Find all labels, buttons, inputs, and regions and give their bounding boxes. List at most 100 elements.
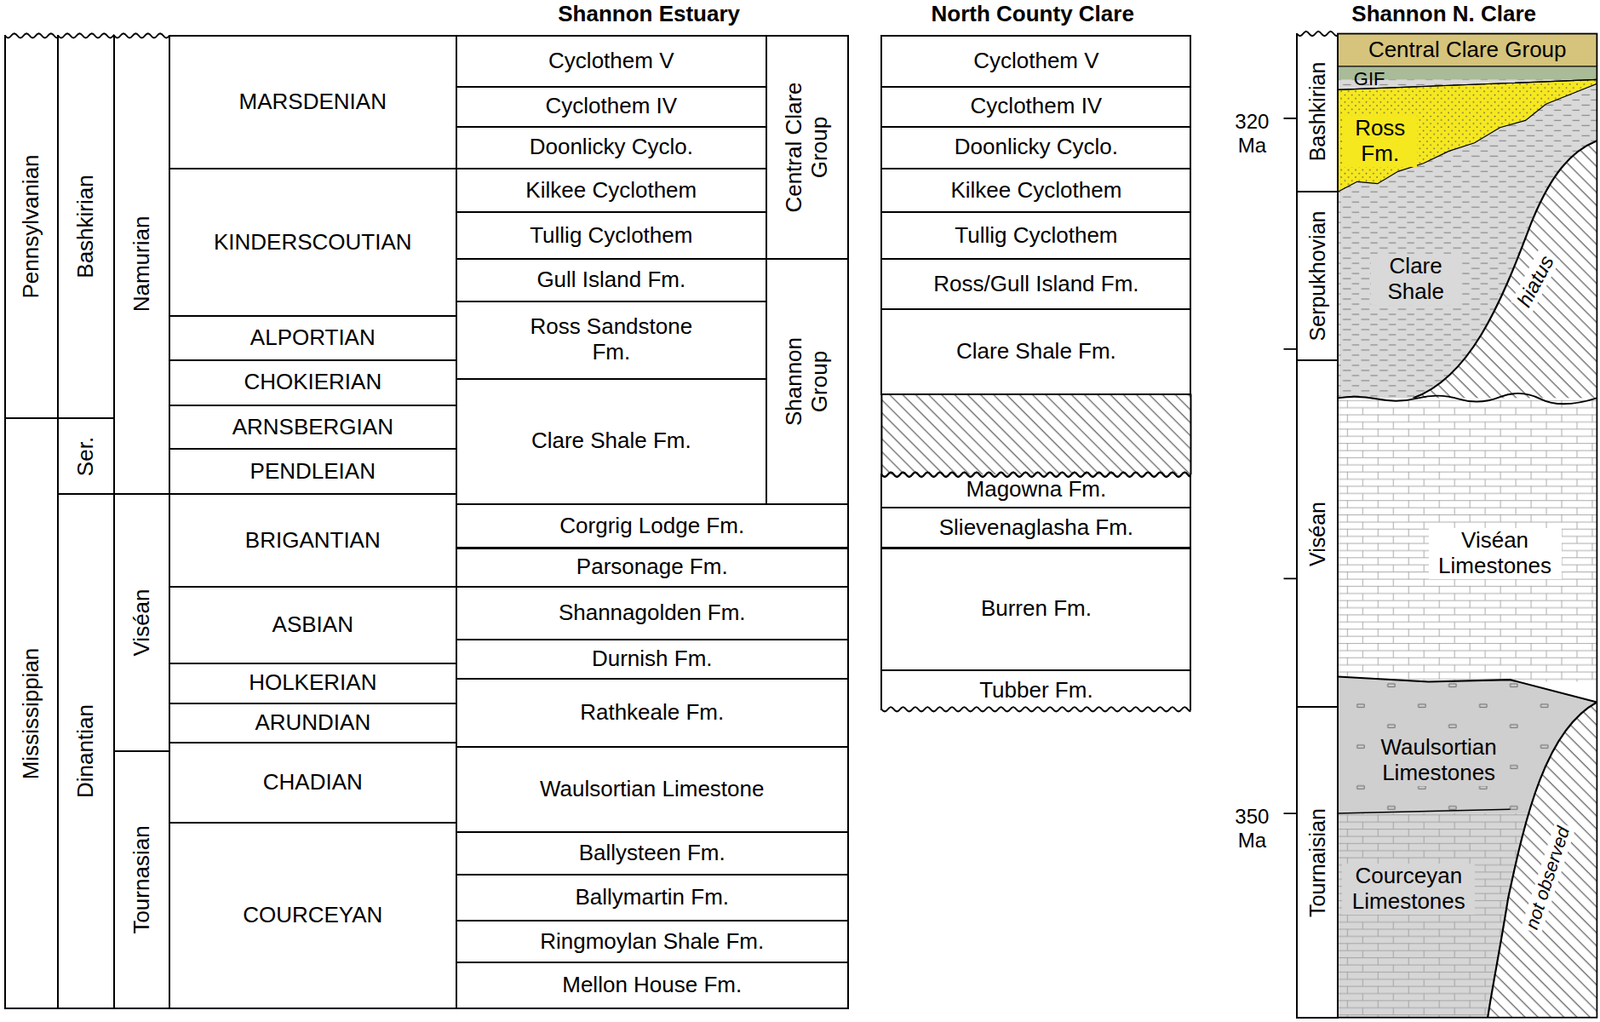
cell-text: Bashkirian xyxy=(1305,62,1331,162)
lithology-band: Central Clare Group xyxy=(1336,33,1598,68)
cell-text: Tubber Fm. xyxy=(979,677,1093,704)
formation-cell: Tullig Cyclothem xyxy=(455,211,768,260)
subsystem-cell: Bashkirian xyxy=(57,34,115,419)
formation-cell: Clare Shale Fm. xyxy=(455,378,768,505)
cell-text: Mississippian xyxy=(18,647,45,780)
cell-text: Ballysteen Fm. xyxy=(579,840,726,866)
cell-text: MARSDENIAN xyxy=(239,89,387,115)
cell-text: KINDERSCOUTIAN xyxy=(213,229,413,256)
cell-text: Clare Shale xyxy=(1370,253,1462,305)
formation-cell: Rathkeale Fm. xyxy=(455,677,849,748)
series-cell: Tournasian xyxy=(113,750,171,1010)
cell-text: Serpukhovian xyxy=(1305,211,1331,342)
formation-cell: Waulsortian Limestone xyxy=(455,745,849,832)
stage-cell: ARUNDIAN xyxy=(168,702,458,745)
cell-text: Tullig Cyclothem xyxy=(954,223,1118,249)
label-text: 350 Ma xyxy=(1229,804,1274,852)
stage-cell: ARNSBERGIAN xyxy=(168,404,458,451)
stage-cell: COURCEYAN xyxy=(168,821,458,1010)
formation-cell: Burren Fm. xyxy=(880,547,1192,672)
age-cell: Tournaisian xyxy=(1296,705,1339,1018)
cell-text: Waulsortian Limestone xyxy=(539,776,765,803)
period-cell: Mississippian xyxy=(4,417,59,1010)
cell-text: PENDLEIAN xyxy=(250,458,376,485)
cell-text: Ringmoylan Shale Fm. xyxy=(539,929,764,955)
cell-text: Clare Shale Fm. xyxy=(956,338,1117,365)
age-cell: Bashkirian xyxy=(1296,33,1339,194)
cell-text: CHADIAN xyxy=(263,769,363,796)
period-cell: Pennsylvanian xyxy=(4,34,59,419)
formation-cell: Cyclothem V xyxy=(455,34,768,88)
formation-cell: Doonlicky Cyclo. xyxy=(880,126,1192,170)
shale-fill xyxy=(1337,79,1597,400)
formation-cell: Doonlicky Cyclo. xyxy=(455,126,768,170)
hiatus-region: hiatus xyxy=(1509,239,1563,323)
lithology-band: GIF xyxy=(1336,66,1402,92)
age-cell: Viséan xyxy=(1296,359,1339,708)
cell-text: Rathkeale Fm. xyxy=(579,699,724,726)
stage-cell: ALPORTIAN xyxy=(168,315,458,362)
cell-text: Central Clare Group xyxy=(1368,37,1567,64)
stage-cell: HOLKERIAN xyxy=(168,662,458,705)
cell-text: Tournasian xyxy=(129,825,155,934)
stage-cell: CHADIAN xyxy=(168,741,458,823)
cell-text: Clare Shale Fm. xyxy=(531,428,692,454)
age-label: 350 Ma xyxy=(1220,792,1284,865)
cell-text: CHOKIERIAN xyxy=(243,369,382,396)
cell-text: Doonlicky Cyclo. xyxy=(529,134,694,161)
lithology-unit: Ross Fm. xyxy=(1341,106,1420,177)
unconformity-line xyxy=(1337,676,1597,703)
shale-texture xyxy=(1337,79,1597,400)
cell-text: Cyclothem IV xyxy=(970,93,1103,120)
formation-cell: Parsonage Fm. xyxy=(455,547,849,589)
unconformity-line xyxy=(1337,393,1597,404)
formation-cell: Ballymartin Fm. xyxy=(455,873,849,922)
lithology-frame xyxy=(1337,34,1597,1018)
cell-text: Shannagolden Fm. xyxy=(558,600,746,626)
age-label: 320 Ma xyxy=(1220,97,1284,170)
cell-text: HOLKERIAN xyxy=(248,670,377,696)
cell-text: Tullig Cyclothem xyxy=(529,223,693,249)
formation-cell: Tullig Cyclothem xyxy=(880,211,1192,260)
cell-text: Namurian xyxy=(129,216,155,313)
wave-group xyxy=(5,31,1338,712)
cell-text: Viséan xyxy=(129,588,155,656)
cell-text: Durnish Fm. xyxy=(591,646,713,672)
column-header: Shannon N. Clare xyxy=(1316,0,1572,29)
formation-cell: Clare Shale Fm. xyxy=(880,308,1192,395)
formation-cell: Kilkee Cyclothem xyxy=(455,167,768,214)
central-clare-band xyxy=(1337,34,1597,67)
cell-text: ARUNDIAN xyxy=(254,710,371,736)
cell-text: Doonlicky Cyclo. xyxy=(954,134,1119,161)
stage-cell: ASBIAN xyxy=(168,585,458,665)
cell-text: Corgrig Lodge Fm. xyxy=(559,513,745,540)
cell-text: Courceyan Limestones xyxy=(1341,863,1475,915)
cell-text: Tournaisian xyxy=(1305,808,1331,918)
stage-cell: MARSDENIAN xyxy=(168,34,458,170)
cell-text: Waulsortian Limestones xyxy=(1368,734,1510,786)
cell-text: Kilkee Cyclothem xyxy=(525,177,697,204)
subsystem-cell: Dinantian xyxy=(57,493,115,1010)
formation-cell: Ross/Gull Island Fm. xyxy=(880,258,1192,310)
cell-text: Gull Island Fm. xyxy=(536,267,686,293)
cell-text: ARNSBERGIAN xyxy=(232,414,394,441)
group-cell: Central Clare Group xyxy=(765,34,849,260)
cell-text: Pennsylvanian xyxy=(18,154,45,299)
stage-cell: CHOKIERIAN xyxy=(168,359,458,407)
cell-text: ASBIAN xyxy=(272,612,354,638)
cell-text: BRIGANTIAN xyxy=(245,527,381,554)
cell-text: hiatus xyxy=(1511,248,1560,313)
cell-text: Dinantian xyxy=(73,704,99,798)
cell-text: Ballymartin Fm. xyxy=(574,884,729,911)
cell-text: Bashkirian xyxy=(73,174,99,278)
band-boundary xyxy=(1337,66,1597,91)
cell-text: ALPORTIAN xyxy=(250,325,376,351)
cell-text: Shannon Group xyxy=(781,330,833,433)
series-cell: Viséan xyxy=(113,493,171,752)
cell-text: COURCEYAN xyxy=(242,902,383,929)
formation-cell: Ringmoylan Shale Fm. xyxy=(455,919,849,964)
cell-text: GIF xyxy=(1353,68,1386,90)
stage-cell: PENDLEIAN xyxy=(168,447,458,495)
hiatus-hatch xyxy=(881,394,1191,476)
